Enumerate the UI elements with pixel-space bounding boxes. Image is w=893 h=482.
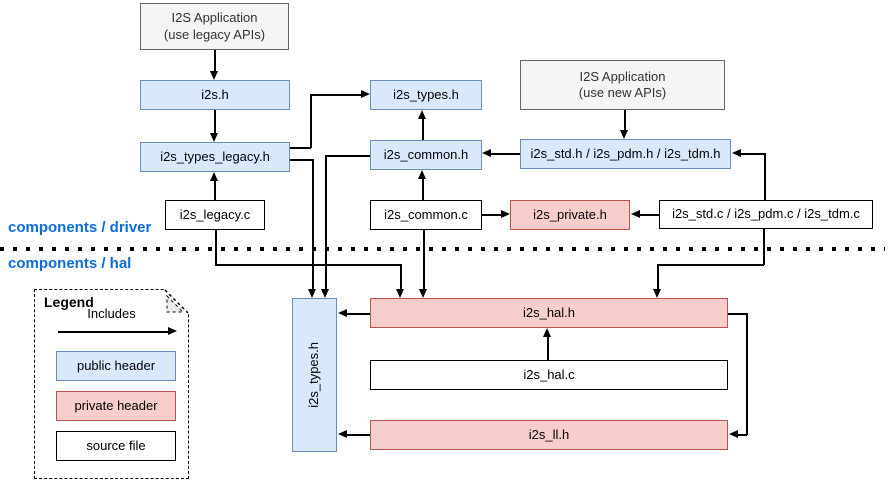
node-i2s-hal-h: i2s_hal.h xyxy=(370,298,728,328)
arrowhead-down-icon xyxy=(210,133,218,142)
edge-i2s-h-to-types-legacy xyxy=(214,110,216,134)
edge-common-h-to-types-hal xyxy=(326,155,370,157)
arrowhead-up-icon xyxy=(418,110,426,119)
arrowhead-right-icon xyxy=(501,210,510,218)
folded-corner-icon xyxy=(164,288,190,314)
edge-std-c-to-hal-h xyxy=(763,229,765,265)
edge-common-h-to-types-hal xyxy=(325,155,327,290)
node-i2s-types-h-hal: i2s_types.h xyxy=(292,298,337,452)
node-i2s-hal-c: i2s_hal.c xyxy=(370,360,728,390)
arrowhead-left-icon xyxy=(729,430,738,438)
node-i2s-common-c: i2s_common.c xyxy=(370,200,482,230)
edge-legacy-c-to-types-legacy xyxy=(214,180,216,200)
arrowhead-up-icon xyxy=(543,328,551,337)
arrowhead-left-icon xyxy=(631,210,640,218)
node-i2s-types-h-hal-label: i2s_types.h xyxy=(306,342,322,408)
arrowhead-down-icon xyxy=(396,289,404,298)
edge-hal-h-to-ll-h xyxy=(728,313,748,315)
arrowhead-left-icon xyxy=(732,149,741,157)
edge-types-legacy-to-types-driver xyxy=(310,94,361,96)
edge-std-c-to-hal-h xyxy=(657,264,764,266)
arrowhead-left-icon xyxy=(482,149,491,157)
edge-hal-h-to-ll-h xyxy=(746,313,748,435)
legend-panel: Legend Includes public header private he… xyxy=(34,288,190,479)
legend-includes-label: Includes xyxy=(87,306,136,321)
legend-private-header-sample: private header xyxy=(56,391,176,421)
edge-common-c-to-common-h xyxy=(422,178,424,200)
node-i2s-std-pdm-tdm-h: i2s_std.h / i2s_pdm.h / i2s_tdm.h xyxy=(520,139,731,169)
node-i2s-ll-h: i2s_ll.h xyxy=(370,420,728,450)
edge-std-c-to-hal-h xyxy=(657,264,659,290)
edge-app-legacy-to-i2s-h xyxy=(214,50,216,72)
node-i2s-legacy-c: i2s_legacy.c xyxy=(165,200,265,230)
node-i2s-types-legacy-h: i2s_types_legacy.h xyxy=(140,142,290,172)
node-i2s-std-pdm-tdm-c: i2s_std.c / i2s_pdm.c / i2s_tdm.c xyxy=(659,200,873,229)
edge-types-legacy-to-types-hal xyxy=(290,159,313,161)
arrowhead-down-icon xyxy=(419,289,427,298)
edge-hal-h-to-ll-h xyxy=(737,434,747,436)
arrowhead-up-icon xyxy=(418,170,426,179)
edge-legacy-c-to-hal-h xyxy=(215,230,217,265)
edge-common-c-to-private-h xyxy=(482,214,502,216)
legend-title: Legend xyxy=(44,294,94,310)
section-label-hal: components / hal xyxy=(8,255,132,272)
edge-types-legacy-to-types-hal xyxy=(312,159,314,290)
node-i2s-private-h: i2s_private.h xyxy=(510,200,630,230)
layer-separator-dotted xyxy=(0,247,885,251)
node-i2s-types-h-driver: i2s_types.h xyxy=(370,80,482,110)
arrowhead-left-icon xyxy=(338,430,347,438)
arrowhead-down-icon xyxy=(308,289,316,298)
edge-types-legacy-to-types-driver xyxy=(290,147,311,149)
legend-includes-arrow xyxy=(58,331,168,333)
arrowhead-down-icon xyxy=(653,289,661,298)
arrowhead-down-icon xyxy=(321,289,329,298)
legend-public-header-sample: public header xyxy=(56,351,176,381)
legend-source-file-sample: source file xyxy=(56,431,176,461)
arrowhead-left-icon xyxy=(338,309,347,317)
node-i2s-application-legacy: I2S Application (use legacy APIs) xyxy=(140,3,289,50)
edge-ll-h-to-types-hal xyxy=(347,434,370,436)
edge-app-new-to-std-h xyxy=(624,110,626,132)
arrowhead-right-icon xyxy=(361,90,370,98)
section-label-driver: components / driver xyxy=(8,219,152,236)
edge-hal-c-to-hal-h xyxy=(547,336,549,360)
edge-common-h-to-types-driver xyxy=(422,118,424,140)
arrowhead-up-icon xyxy=(210,172,218,181)
edge-types-legacy-to-types-driver xyxy=(310,94,312,148)
edge-std-c-to-private-h xyxy=(640,214,659,216)
edge-std-h-to-common-h xyxy=(491,153,520,155)
node-i2s-h: i2s.h xyxy=(140,80,290,110)
edge-legacy-c-to-hal-h xyxy=(400,264,402,290)
edge-std-c-to-std-h xyxy=(741,153,765,155)
edge-hal-h-to-types-hal xyxy=(347,313,370,315)
arrowhead-down-icon xyxy=(210,71,218,80)
edge-common-c-to-hal-h xyxy=(423,230,425,290)
edge-legacy-c-to-hal-h xyxy=(215,264,401,266)
arrowhead-down-icon xyxy=(620,130,628,139)
arrowhead-right-icon xyxy=(168,327,177,335)
node-i2s-application-new: I2S Application (use new APIs) xyxy=(520,60,725,110)
edge-std-c-to-std-h xyxy=(764,153,766,200)
node-i2s-common-h: i2s_common.h xyxy=(370,140,482,170)
